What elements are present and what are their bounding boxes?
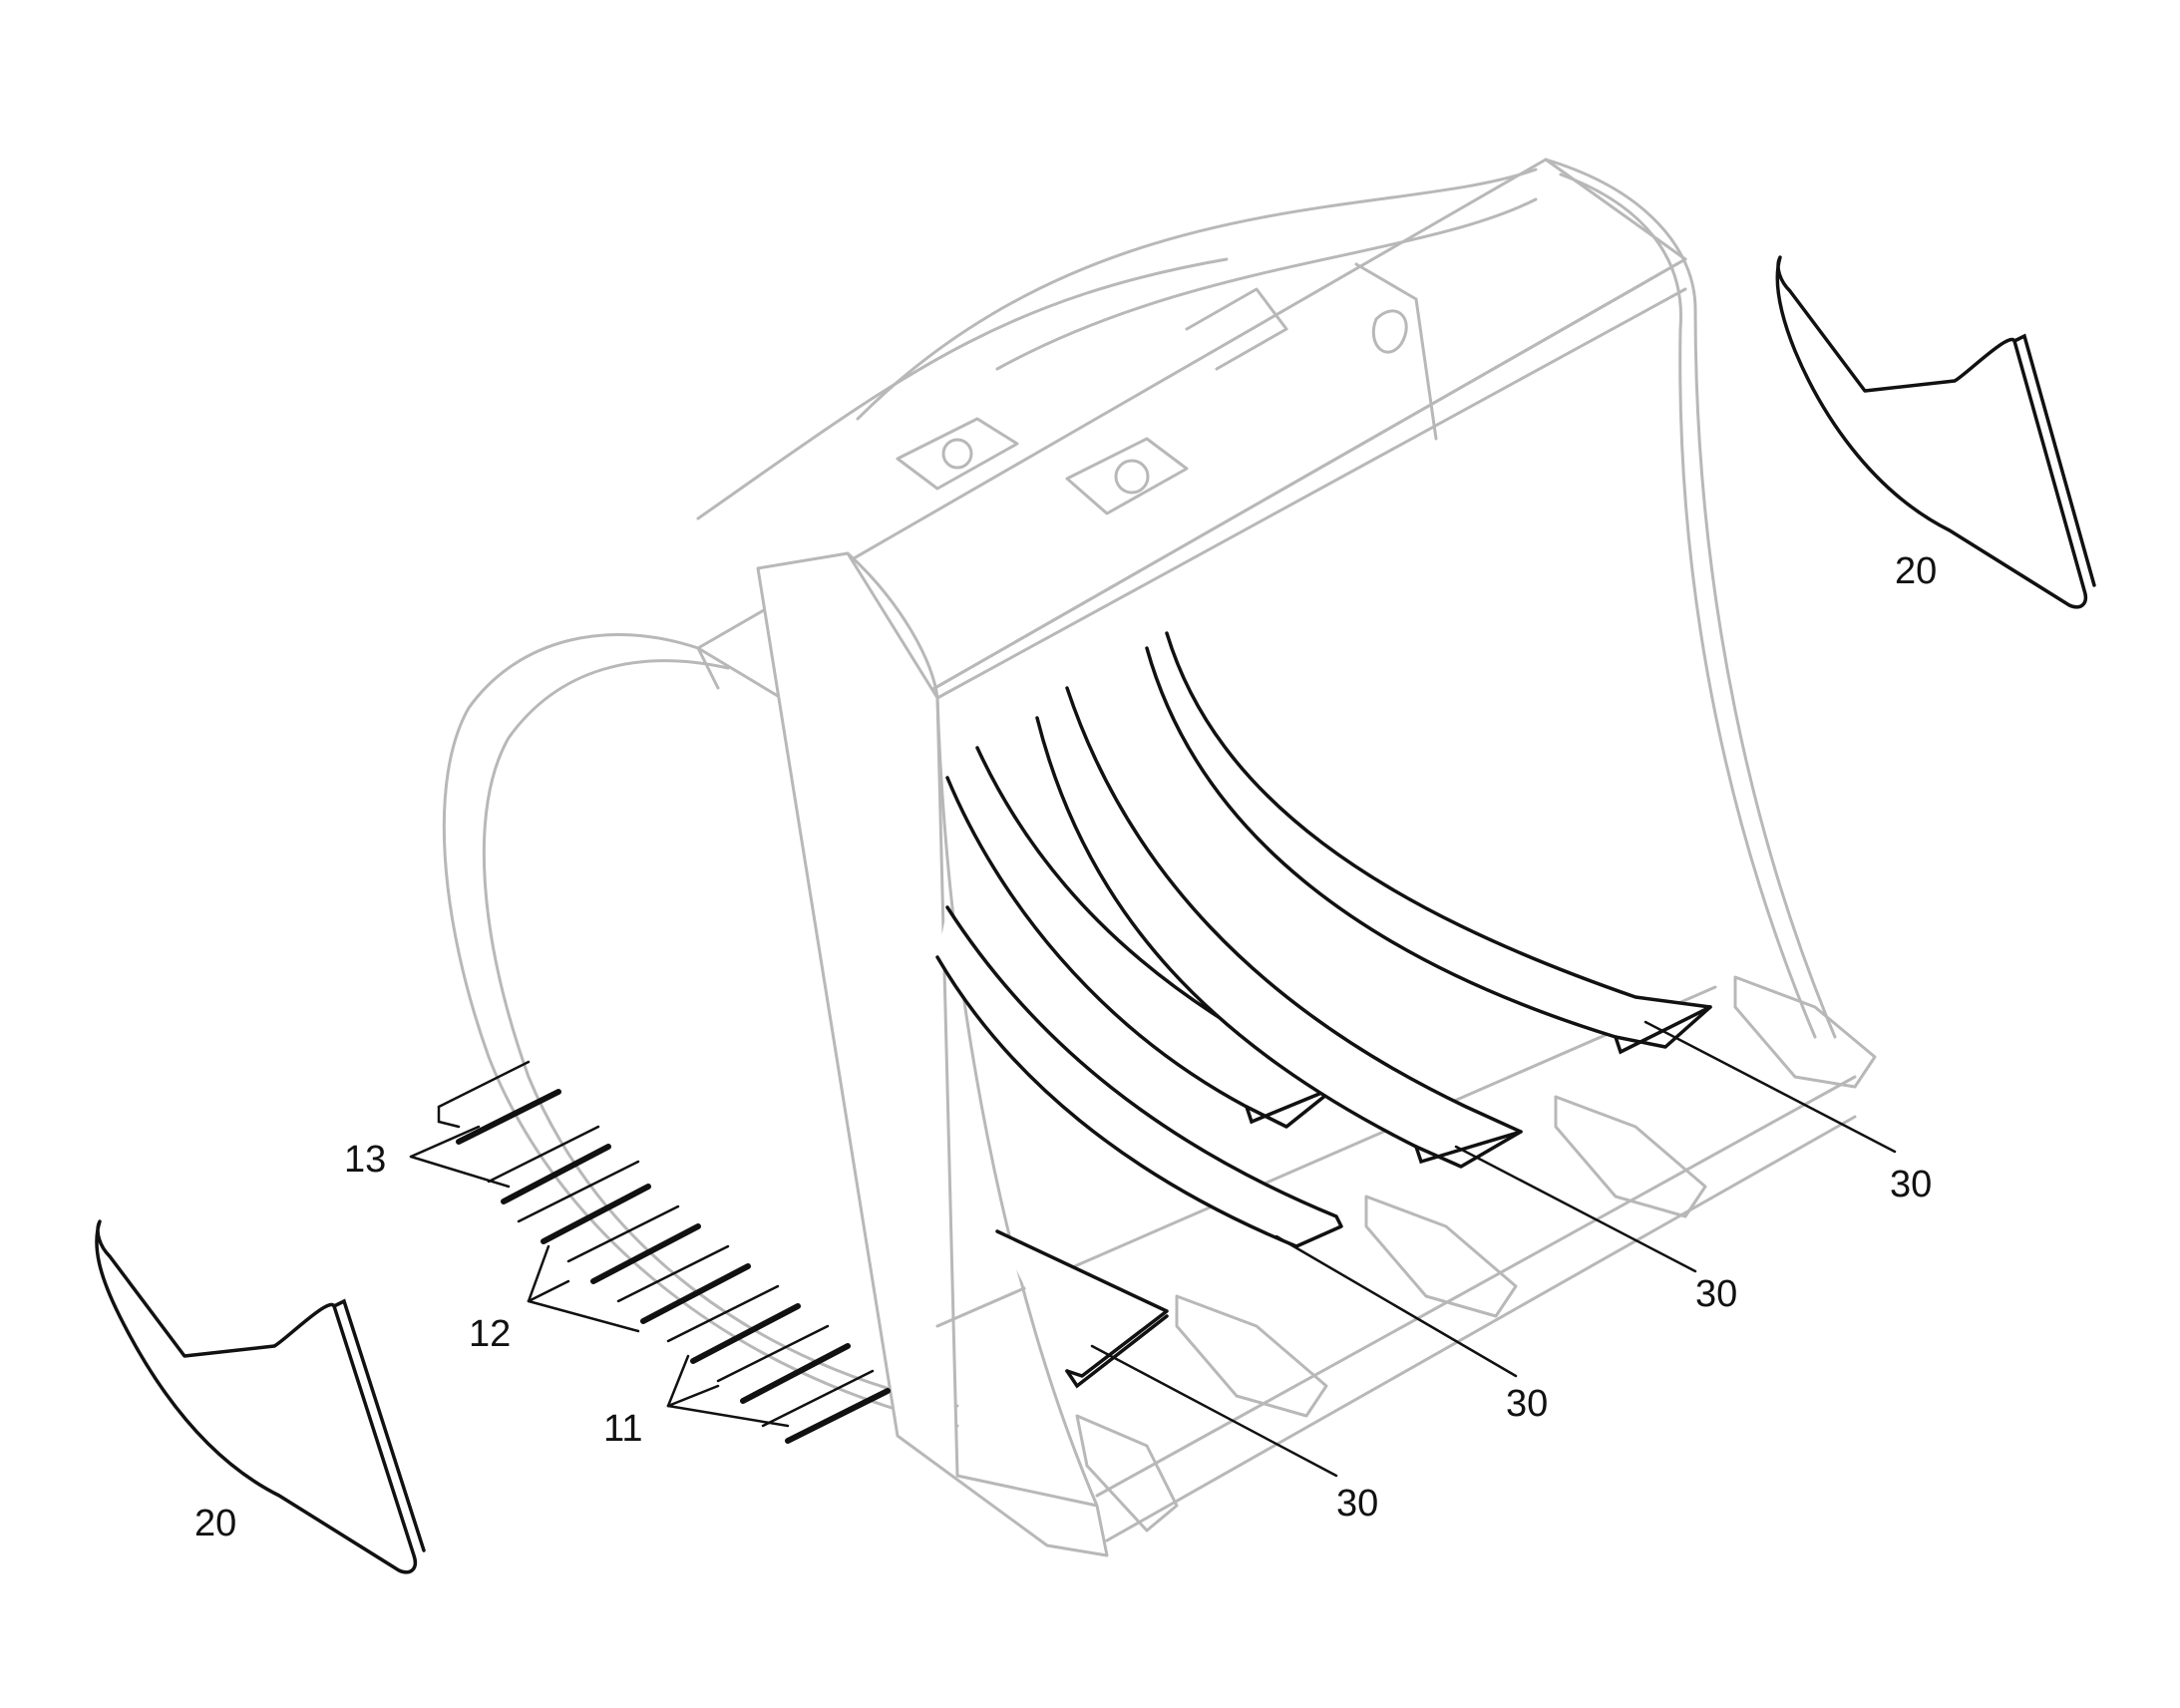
label-20-left: 20: [194, 1503, 236, 1544]
label-20-right: 20: [1895, 550, 1937, 592]
bucket-teeth: [1075, 975, 1877, 1533]
shim-strips: [437, 1060, 891, 1444]
label-12: 12: [469, 1313, 511, 1355]
wear-plate-20-right: [1775, 255, 2096, 609]
label-30-a: 30: [1890, 1164, 1932, 1205]
leader-lines: [409, 1020, 1897, 1478]
label-11: 11: [603, 1408, 642, 1450]
liner-strips-30: [935, 631, 1712, 1389]
wear-plate-20-left: [95, 1219, 426, 1574]
label-30-c: 30: [1506, 1383, 1548, 1425]
strip-11-set: [666, 1284, 891, 1444]
reference-numerals: 20 20 30 30 30 30 13 12 11: [194, 550, 1937, 1544]
label-30-d: 30: [1336, 1483, 1378, 1525]
liner-30-d: [935, 905, 1343, 1389]
label-13: 13: [344, 1139, 386, 1181]
strip-12-set: [517, 1160, 751, 1324]
bucket-ghost: [442, 158, 1877, 1557]
strip-13-set: [437, 1060, 611, 1204]
label-30-b: 30: [1695, 1273, 1737, 1315]
liner-30-c: [1145, 631, 1712, 1055]
liner-30-b: [1035, 686, 1523, 1169]
